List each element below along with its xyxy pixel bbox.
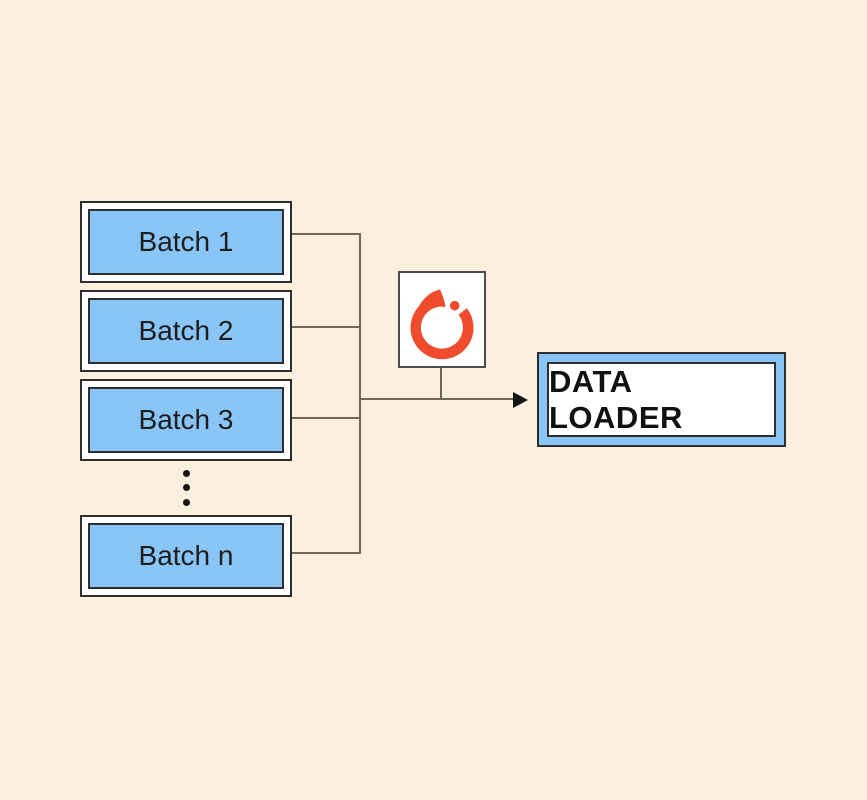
batch-box-n: Batch n xyxy=(80,515,292,597)
pytorch-flame-icon xyxy=(410,288,474,359)
connector-line-batch-n xyxy=(292,552,360,554)
ellipsis-dot xyxy=(183,484,190,491)
ellipsis-dot xyxy=(183,470,190,477)
data-loader-box: DATA LOADER xyxy=(537,352,786,447)
batch-box-1: Batch 1 xyxy=(80,201,292,283)
pytorch-stem-line xyxy=(440,368,442,399)
connector-line-batch-2 xyxy=(292,326,360,328)
ellipsis-dot xyxy=(183,499,190,506)
bus-line xyxy=(359,233,361,554)
connector-line-batch-3 xyxy=(292,417,360,419)
batch-label: Batch n xyxy=(88,523,284,589)
batch-label: Batch 1 xyxy=(88,209,284,275)
batch-label: Batch 3 xyxy=(88,387,284,453)
batch-label: Batch 2 xyxy=(88,298,284,364)
data-loader-label: DATA LOADER xyxy=(547,362,776,437)
arrowhead-icon xyxy=(513,392,528,408)
batch-box-2: Batch 2 xyxy=(80,290,292,372)
pytorch-box xyxy=(398,271,486,368)
batch-box-3: Batch 3 xyxy=(80,379,292,461)
main-flow-line xyxy=(359,398,515,400)
connector-line-batch-1 xyxy=(292,233,360,235)
